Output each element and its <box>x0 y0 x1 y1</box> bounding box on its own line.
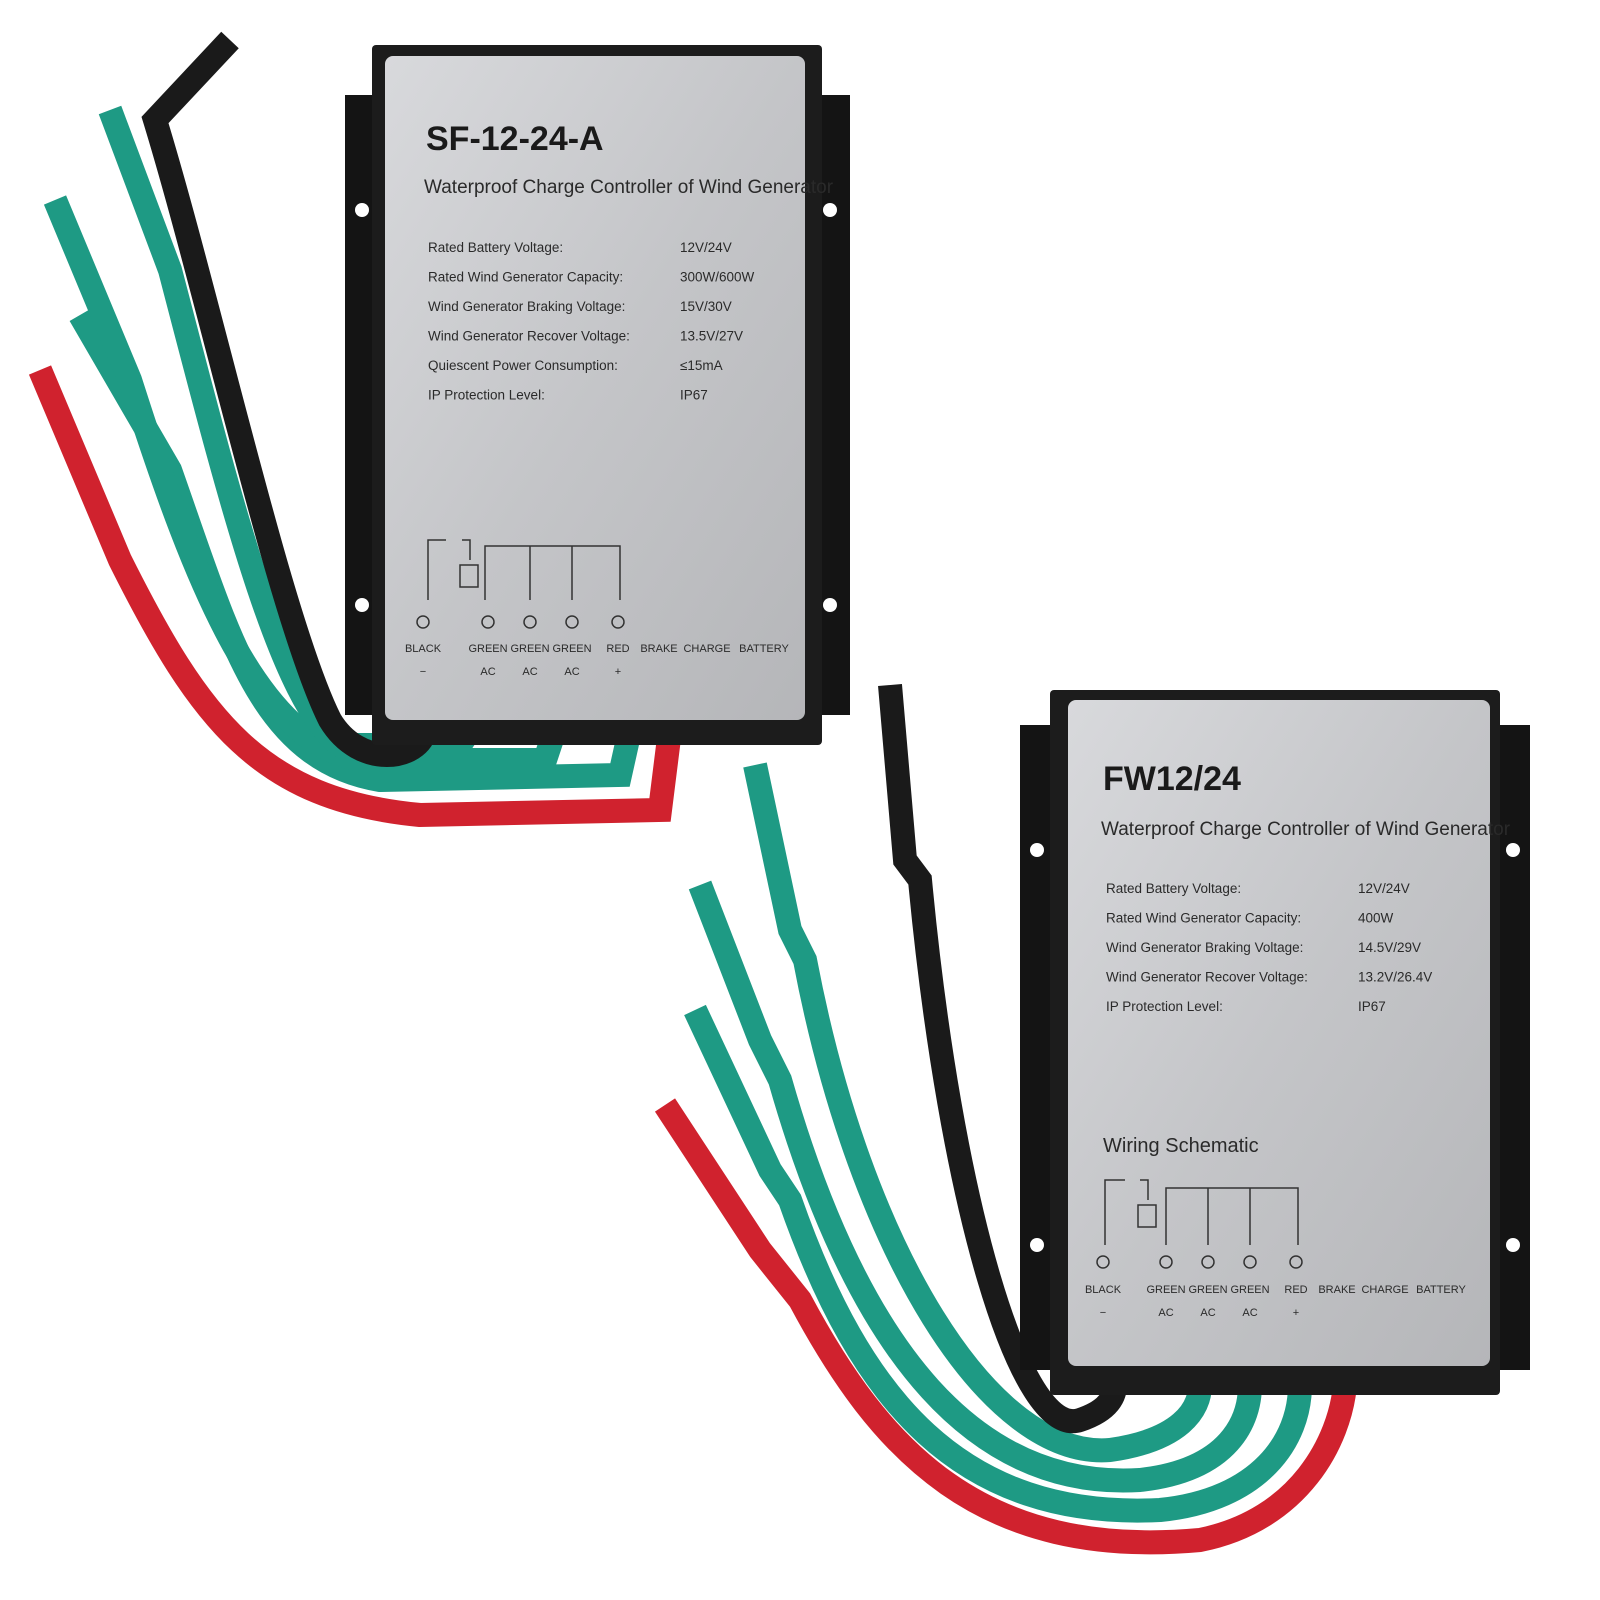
green-wire <box>684 1004 1312 1523</box>
spec-value: ≤15mA <box>680 358 723 373</box>
terminal-label: RED <box>1284 1284 1307 1296</box>
terminal-symbol <box>1201 1255 1215 1269</box>
terminal-label: GREEN <box>510 643 549 655</box>
terminal-polarity: AC <box>1242 1307 1257 1319</box>
terminal-polarity: AC <box>1200 1307 1215 1319</box>
spec-label: Quiescent Power Consumption: <box>428 358 618 373</box>
green-wire <box>743 762 1212 1463</box>
spec-value: IP67 <box>1358 999 1386 1014</box>
spec-value: 14.5V/29V <box>1358 940 1421 955</box>
subtitle: Waterproof Charge Controller of Wind Gen… <box>1101 819 1511 840</box>
spec-label: Wind Generator Recover Voltage: <box>1106 970 1308 985</box>
terminal-label: BLACK <box>1085 1284 1122 1296</box>
spec-label: IP Protection Level: <box>428 388 545 403</box>
spec-value: IP67 <box>680 388 708 403</box>
device-2: FW12/24 Waterproof Charge Controller of … <box>1020 690 1530 1395</box>
green-wire <box>688 880 1262 1493</box>
wiring-schematic <box>1104 1179 1299 1245</box>
spec-label: Wind Generator Braking Voltage: <box>1106 940 1303 955</box>
terminal-polarity: + <box>1293 1307 1299 1319</box>
model-name: FW12/24 <box>1103 760 1241 798</box>
terminal-polarity: + <box>615 666 621 678</box>
subtitle: Waterproof Charge Controller of Wind Gen… <box>424 177 834 198</box>
spec-value: 12V/24V <box>1358 881 1410 896</box>
wiring-schematic <box>427 539 621 600</box>
terminal-symbol <box>416 615 430 629</box>
spec-value: 13.5V/27V <box>680 329 743 344</box>
black-wire <box>141 31 437 767</box>
spec-label: Rated Wind Generator Capacity: <box>1106 911 1301 926</box>
terminal-label: BLACK <box>405 643 442 655</box>
spec-value: 13.2V/26.4V <box>1358 970 1432 985</box>
terminal-label: GREEN <box>1188 1284 1227 1296</box>
spec-label: Wind Generator Braking Voltage: <box>428 299 625 314</box>
terminal-label: GREEN <box>552 643 591 655</box>
device-2-wires <box>654 683 1357 1555</box>
terminal-polarity: − <box>1100 1307 1106 1319</box>
spec-label: Rated Wind Generator Capacity: <box>428 270 623 285</box>
terminal-label: RED <box>606 643 629 655</box>
spec-value: 300W/600W <box>680 270 755 285</box>
schematic-title: Wiring Schematic <box>1103 1135 1259 1157</box>
spec-label: Rated Battery Voltage: <box>1106 881 1241 896</box>
terminal-symbol <box>1289 1255 1303 1269</box>
terminal-symbol <box>1096 1255 1110 1269</box>
terminal-symbol <box>565 615 579 629</box>
spec-value: 400W <box>1358 911 1394 926</box>
device-2-label-panel <box>1068 700 1490 1366</box>
terminal-label: CHARGE <box>1361 1284 1408 1296</box>
terminal-polarity: − <box>420 666 426 678</box>
spec-label: Rated Battery Voltage: <box>428 240 563 255</box>
black-wire <box>878 683 1127 1434</box>
red-wire <box>28 365 682 828</box>
terminal-label: BATTERY <box>739 643 789 655</box>
model-name: SF-12-24-A <box>426 120 604 158</box>
terminal-symbol <box>611 615 625 629</box>
terminal-polarity: AC <box>522 666 537 678</box>
terminal-label: CHARGE <box>683 643 730 655</box>
terminal-symbol <box>1159 1255 1173 1269</box>
terminal-symbol <box>1243 1255 1257 1269</box>
device-1-wires <box>28 31 682 828</box>
device-1-label-panel <box>385 56 805 720</box>
spec-value: 12V/24V <box>680 240 732 255</box>
terminal-polarity: AC <box>1158 1307 1173 1319</box>
terminal-label: BRAKE <box>640 643 677 655</box>
terminal-label: BATTERY <box>1416 1284 1466 1296</box>
spec-value: 15V/30V <box>680 299 732 314</box>
terminal-polarity: AC <box>564 666 579 678</box>
terminal-label: GREEN <box>468 643 507 655</box>
terminal-symbol <box>523 615 537 629</box>
red-wire <box>654 1098 1357 1555</box>
terminal-label: GREEN <box>1230 1284 1269 1296</box>
terminal-label: BRAKE <box>1318 1284 1355 1296</box>
spec-label: Wind Generator Recover Voltage: <box>428 329 630 344</box>
terminal-label: GREEN <box>1146 1284 1185 1296</box>
terminal-symbol <box>481 615 495 629</box>
terminal-polarity: AC <box>480 666 495 678</box>
spec-label: IP Protection Level: <box>1106 999 1223 1014</box>
device-1: SF-12-24-A Waterproof Charge Controller … <box>345 45 850 745</box>
